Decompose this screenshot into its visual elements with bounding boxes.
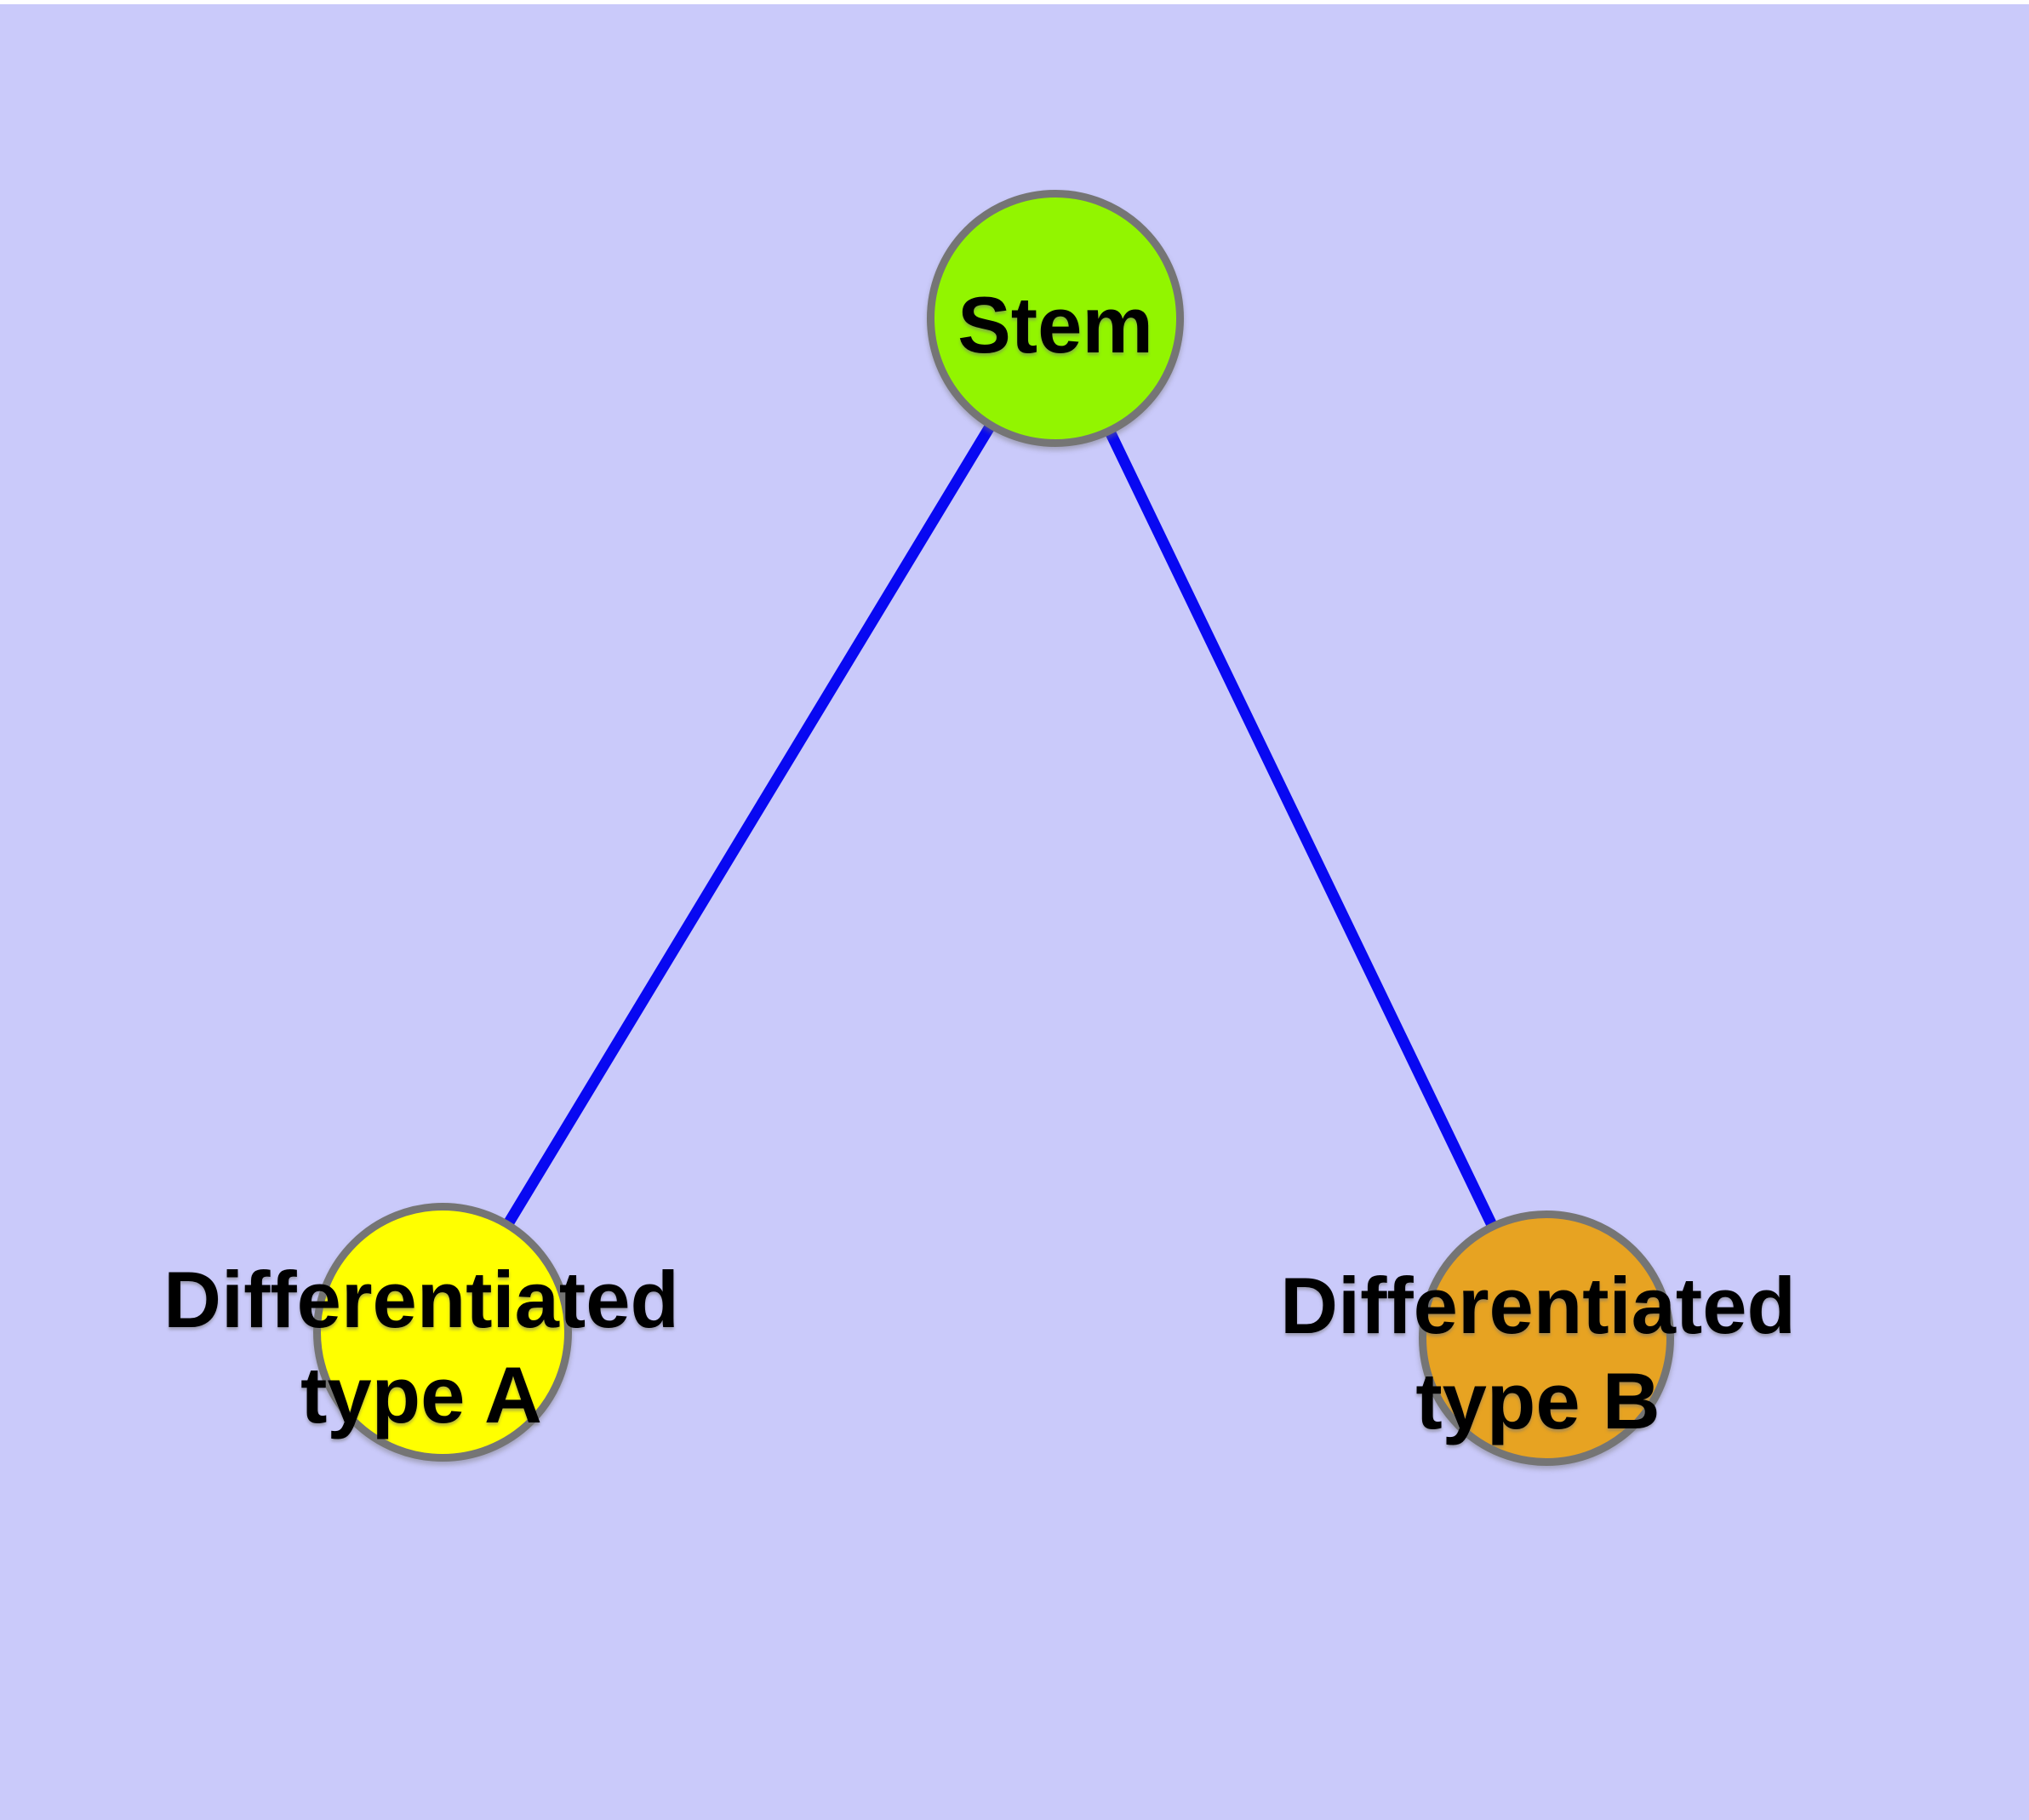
node-differentiated-type-b-label: Differentiated type B [1280, 1261, 1796, 1445]
top-margin [0, 0, 2029, 4]
edge-stem-type-a [437, 315, 1060, 1336]
edge-stem-type-b [1050, 316, 1552, 1341]
node-stem-circle [927, 190, 1184, 447]
node-differentiated-type-b-circle [1419, 1210, 1674, 1466]
node-stem-label: Stem [957, 280, 1153, 369]
node-differentiated-type-a-label: Differentiated type A [163, 1255, 679, 1439]
node-differentiated-type-a-circle [313, 1203, 572, 1462]
